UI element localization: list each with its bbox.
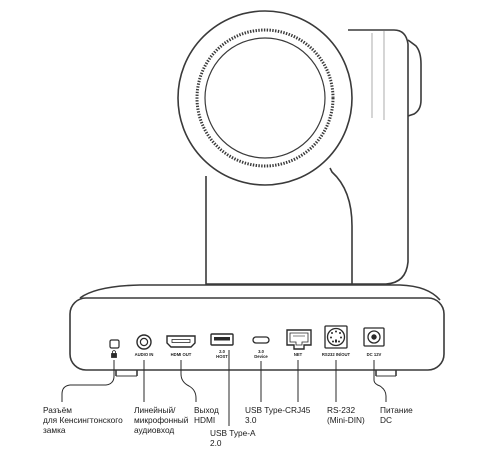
dc-barrel-inner: [371, 334, 377, 340]
leader-hdmi: [180, 360, 197, 402]
port-label-usb-a-version: 2.0: [219, 349, 225, 354]
callout-rj45-line-1: RJ45: [291, 405, 311, 415]
camera-neck: [205, 176, 352, 285]
leader-lines: [61, 350, 387, 426]
callout-usb-a-line-2: 2.0: [210, 438, 222, 448]
port-label-dc: DC 12V: [367, 352, 382, 357]
camera-head: [177, 10, 422, 285]
lens-middle-ring: [195, 28, 335, 168]
camera-yoke: [329, 29, 409, 285]
leader-dc: [373, 360, 387, 402]
hdmi-port: [166, 335, 196, 348]
lens-outer-ring: [177, 10, 353, 186]
callout-audio-line-2: микрофонный: [134, 415, 189, 425]
ports: [109, 325, 385, 358]
callout-rs232-line-2: (Mini-DIN): [327, 415, 365, 425]
callout-usb-c-line-2: 3.0: [245, 415, 257, 425]
callout-dc: Питание DC: [380, 405, 413, 425]
camera-back-cover: [407, 39, 422, 117]
callout-usb-a-line-1: USB Type-A: [210, 428, 256, 438]
port-label-hdmi-out: HDMI OUT: [171, 352, 192, 357]
callout-rs232: RS-232 (Mini-DIN): [327, 405, 365, 425]
callout-hdmi: Выход HDMI: [194, 405, 219, 425]
rs232-port-frame: [324, 325, 348, 349]
kensington-slot: [109, 339, 120, 349]
usb-a-port: [210, 333, 234, 346]
callout-audio-line-3: аудиовход: [134, 425, 175, 435]
port-label-usb-a-host: HOST: [216, 354, 228, 359]
camera-base: [69, 284, 445, 377]
callout-kensington-line-1: Разъём: [43, 405, 72, 415]
callout-kensington-line-2: для Кенсингтонского: [43, 415, 123, 425]
lock-icon: [111, 350, 117, 358]
callout-hdmi-line-1: Выход: [194, 405, 219, 415]
callout-usb-c-line-1: USB Type-C: [245, 405, 291, 415]
callout-hdmi-line-2: HDMI: [194, 415, 216, 425]
callout-audio: Линейный/ микрофонный аудиовход: [134, 405, 188, 435]
callout-dc-line-2: DC: [380, 415, 392, 425]
dc-barrel-outer: [367, 330, 381, 344]
port-label-rs232: RS232 IN/OUT: [322, 352, 351, 357]
audio-in-jack-outer: [136, 334, 152, 350]
callout-kensington: Разъём для Кенсингтонского замка: [43, 405, 123, 435]
port-label-audio-in: AUDIO IN: [135, 352, 154, 357]
callout-audio-line-1: Линейный/: [134, 405, 176, 415]
port-label-usb-c-device: Device: [254, 354, 268, 359]
base-rear-panel: [69, 297, 445, 371]
port-label-net: NET: [294, 352, 303, 357]
callout-rj45: RJ45: [291, 405, 310, 415]
callout-dc-line-1: Питание: [380, 405, 413, 415]
callout-usb-a: USB Type-A 2.0: [210, 428, 256, 448]
port-labels: AUDIO IN HDMI OUT 2.0 HOST 3.0 Device NE…: [135, 349, 382, 359]
callout-kensington-line-3: замка: [43, 425, 66, 435]
callout-rs232-line-1: RS-232: [327, 405, 356, 415]
usb-c-port: [252, 336, 270, 344]
leader-kensington: [61, 360, 115, 402]
rj45-port: [286, 329, 312, 350]
dc-port-frame: [363, 327, 385, 347]
lens-inner-ring: [204, 37, 326, 159]
callout-usb-c: USB Type-C 3.0: [245, 405, 291, 425]
audio-in-jack-inner: [139, 337, 149, 347]
port-label-usb-c-version: 3.0: [258, 349, 264, 354]
rs232-mini-din: [326, 327, 346, 347]
